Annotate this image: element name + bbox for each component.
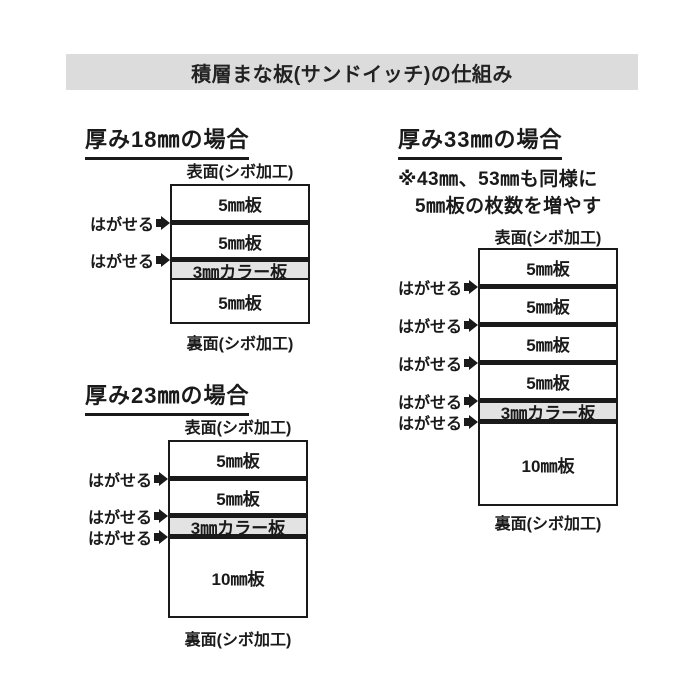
diagram-33mm-heading: 厚み33㎜の場合 [398, 122, 563, 160]
right-arrow-icon [464, 394, 478, 408]
surface-label: 表面(シボ加工) [494, 230, 602, 247]
peel-separator [172, 220, 308, 225]
surface-label: 表面(シボ加工) [186, 164, 294, 181]
peel-separator [170, 513, 306, 518]
layer-5mm: 5㎜板 [480, 365, 616, 398]
right-arrow-icon [154, 472, 168, 486]
layer-stack-23mm: 5㎜板 5㎜板 3㎜カラー板 10㎜板 [168, 440, 308, 618]
peelable-callout: はがせる [398, 411, 478, 433]
layer-5mm: 5㎜板 [172, 225, 308, 257]
right-arrow-icon [156, 216, 170, 230]
peelable-label: はがせる [87, 531, 152, 548]
peelable-callout: はがせる [398, 352, 478, 374]
peelable-label: はがせる [397, 319, 462, 336]
peelable-callout: はがせる [85, 212, 170, 234]
diagram-23mm: 厚み23㎜の場合 表面(シボ加工) 5㎜板 5㎜板 3㎜カラー板 10㎜板 裏面… [85, 378, 317, 653]
layer-5mm: 5㎜板 [172, 186, 308, 220]
peelable-label: はがせる [89, 217, 154, 234]
peelable-label: はがせる [397, 395, 462, 412]
surface-label: 表面(シボ加工) [184, 420, 292, 437]
peel-separator [172, 257, 308, 262]
layer-divider [172, 278, 308, 280]
peelable-callout: はがせる [85, 249, 170, 271]
layer-5mm: 5㎜板 [480, 250, 616, 284]
layer-3mm-color: 3㎜カラー板 [170, 518, 306, 538]
diagram-18mm-heading: 厚み18㎜の場合 [85, 122, 250, 160]
page-title: 積層まな板(サンドイッチ)の仕組み [191, 63, 513, 86]
peel-separator [170, 476, 306, 481]
layer-3mm-color: 3㎜カラー板 [480, 403, 616, 423]
peelable-callout: はがせる [85, 505, 168, 527]
layer-5mm: 5㎜板 [170, 481, 306, 513]
back-label: 裏面(シボ加工) [184, 632, 292, 649]
diagram-23mm-heading: 厚み23㎜の場合 [85, 378, 250, 416]
peel-separator [480, 419, 616, 424]
peelable-label: はがせる [397, 281, 462, 298]
title-bar: 積層まな板(サンドイッチ)の仕組み [66, 54, 638, 90]
right-arrow-icon [464, 356, 478, 370]
peel-separator [170, 534, 306, 539]
peelable-callout: はがせる [85, 526, 168, 548]
peelable-label: はがせる [397, 357, 462, 374]
peelable-callout: はがせる [398, 314, 478, 336]
peelable-callout: はがせる [398, 390, 478, 412]
back-label: 裏面(シボ加工) [494, 516, 602, 533]
right-arrow-icon [154, 509, 168, 523]
layer-3mm-color: 3㎜カラー板 [172, 262, 308, 282]
note-line-2: 5㎜板の枚数を増やす [415, 196, 602, 217]
back-label: 裏面(シボ加工) [186, 336, 294, 353]
peelable-label: はがせる [87, 510, 152, 527]
right-arrow-icon [156, 253, 170, 267]
diagram-33mm: 厚み33㎜の場合 ※43㎜、53㎜も同様に 5㎜板の枚数を増やす 表面(シボ加工… [398, 122, 630, 537]
layer-5mm: 5㎜板 [480, 289, 616, 322]
layer-10mm: 10㎜板 [480, 424, 616, 504]
layer-10mm: 10㎜板 [170, 539, 306, 616]
layer-stack-18mm: 5㎜板 5㎜板 3㎜カラー板 5㎜板 [170, 184, 310, 324]
right-arrow-icon [464, 280, 478, 294]
layer-5mm: 5㎜板 [170, 442, 306, 476]
layer-5mm: 5㎜板 [172, 280, 308, 322]
diagram-18mm: 厚み18㎜の場合 表面(シボ加工) 5㎜板 5㎜板 3㎜カラー板 5㎜板 裏面(… [85, 122, 317, 370]
peel-separator [480, 398, 616, 403]
peelable-label: はがせる [89, 254, 154, 271]
peel-separator [480, 322, 616, 327]
note-line-1: ※43㎜、53㎜も同様に [398, 169, 598, 190]
layer-stack-33mm: 5㎜板 5㎜板 5㎜板 5㎜板 3㎜カラー板 10㎜板 [478, 248, 618, 506]
peelable-label: はがせる [87, 473, 152, 490]
peel-separator [480, 284, 616, 289]
right-arrow-icon [464, 415, 478, 429]
right-arrow-icon [154, 530, 168, 544]
peelable-callout: はがせる [85, 468, 168, 490]
peel-separator [480, 360, 616, 365]
peelable-callout: はがせる [398, 276, 478, 298]
layer-5mm: 5㎜板 [480, 327, 616, 360]
right-arrow-icon [464, 318, 478, 332]
peelable-label: はがせる [397, 416, 462, 433]
